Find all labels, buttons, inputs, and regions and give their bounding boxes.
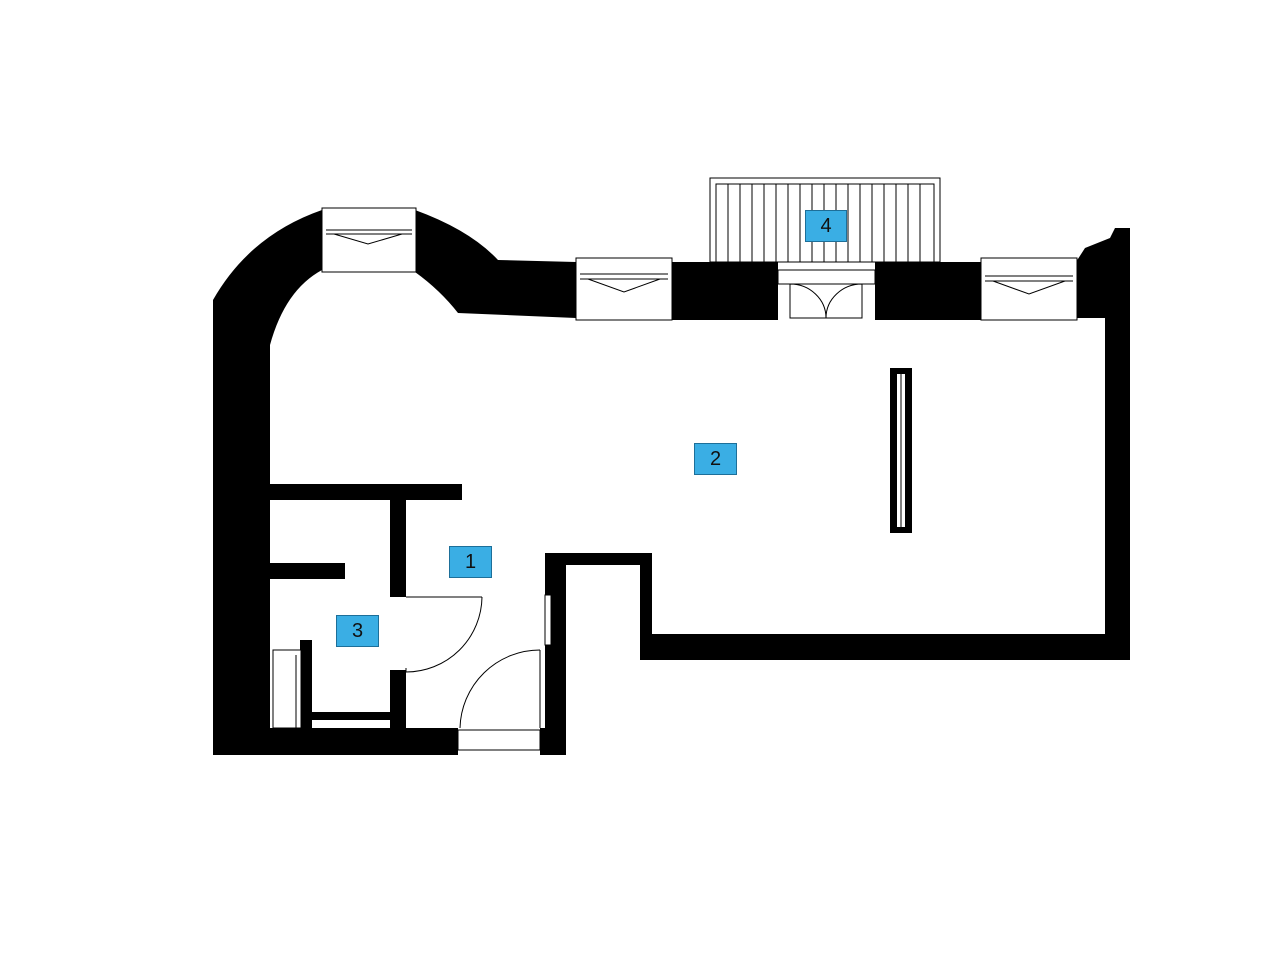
closet	[272, 649, 302, 729]
interior-wall	[390, 670, 406, 730]
windows	[321, 207, 1078, 321]
interior-wall	[390, 500, 406, 597]
bottom-wall	[213, 728, 458, 755]
interior-wall	[270, 484, 462, 500]
window	[321, 207, 417, 273]
entrance-door	[457, 649, 541, 751]
bathroom-door	[405, 596, 483, 673]
room-label-2: 2	[694, 443, 737, 475]
interior-walls	[270, 368, 912, 730]
interior-wall	[270, 563, 345, 579]
bottom-wall-right	[540, 728, 566, 755]
arched-tower-wall-right	[415, 210, 576, 318]
interior-wall	[312, 712, 392, 720]
top-wall-segment	[670, 262, 778, 320]
door-frame	[544, 594, 552, 646]
interior-wall	[300, 640, 312, 730]
room-label-4: 4	[805, 210, 847, 242]
window	[980, 257, 1078, 321]
room-label-3: 3	[336, 615, 379, 647]
window	[575, 257, 673, 321]
doors	[272, 269, 876, 751]
room-label-1: 1	[449, 546, 492, 578]
top-right-wall	[545, 228, 1130, 755]
top-wall-segment	[875, 262, 981, 320]
balcony-door	[777, 269, 876, 319]
exterior-walls	[213, 210, 1130, 755]
arched-tower-wall	[213, 210, 322, 755]
